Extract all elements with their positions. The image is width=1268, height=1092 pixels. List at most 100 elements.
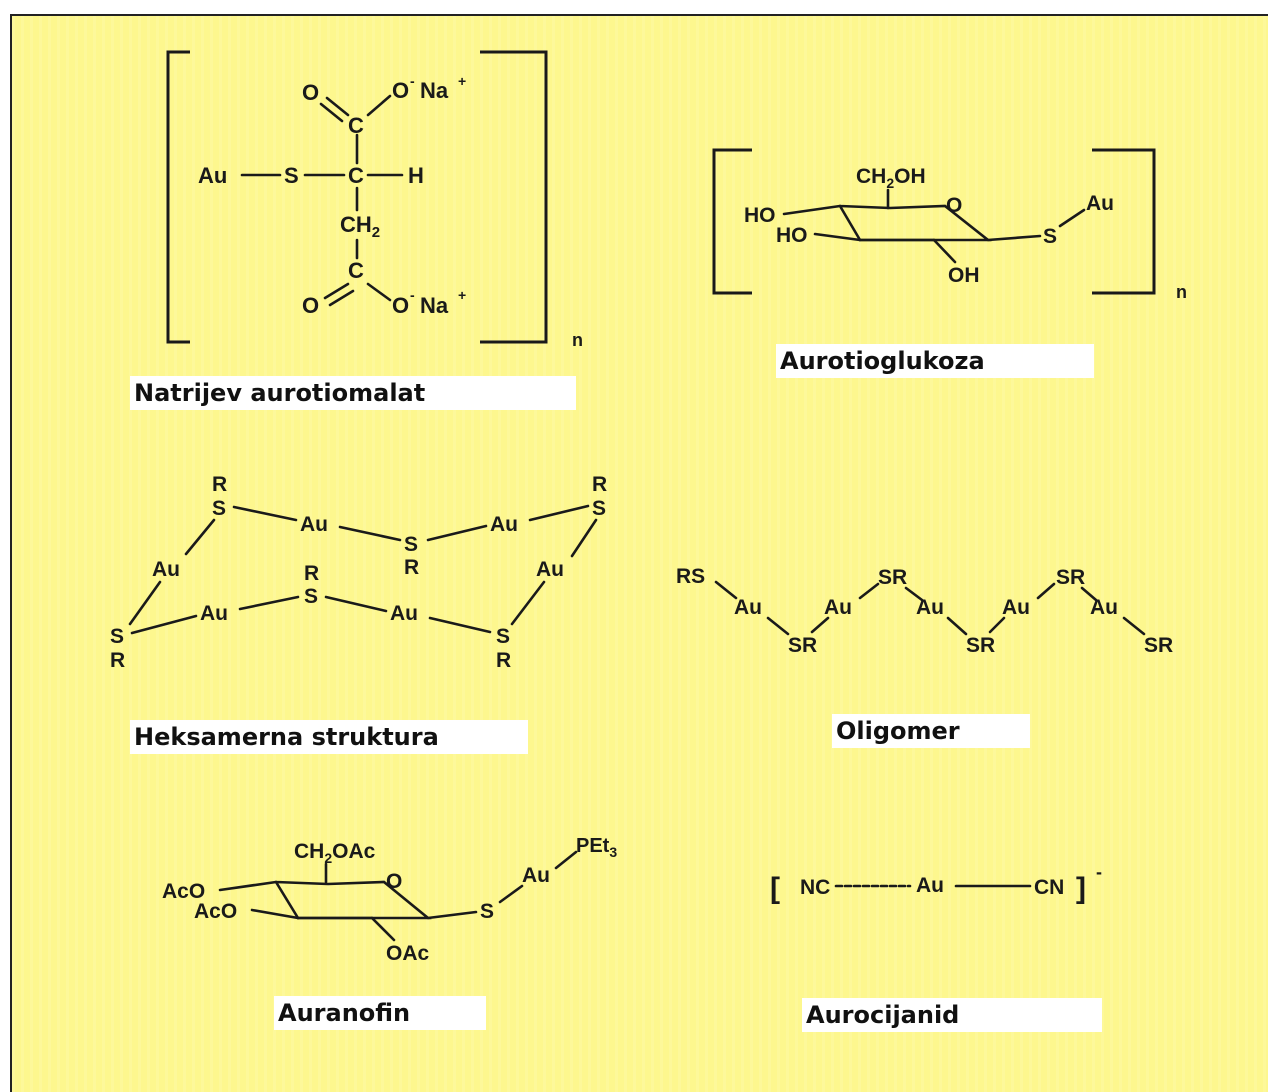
bond (370, 916, 396, 942)
o-atom: O (392, 78, 409, 103)
aurothiomalate-structure: n Au S C H C O O - Na + CH2 C O O - Na + (166, 50, 583, 350)
bond (986, 234, 1042, 242)
right-bracket-1 (480, 50, 548, 344)
ch2oh-group: CH2OH (856, 165, 926, 191)
au-atom: Au (300, 513, 328, 536)
r-group: R (592, 473, 607, 496)
auranofin-structure: CH2OAc O AcO AcO OAc S Au PEt3 (162, 835, 617, 965)
plus-charge: + (458, 287, 466, 303)
open-bracket: [ (770, 872, 780, 905)
caption-aurothiomalate: Natrijev aurotiomalat (130, 376, 576, 410)
cn-group: CN (1034, 876, 1064, 899)
bond (813, 232, 862, 242)
bond (232, 505, 298, 522)
r-group: R (304, 562, 319, 585)
right-bracket-2 (1092, 148, 1156, 295)
caption-aurothioglucose: Aurotioglukoza (776, 344, 1094, 378)
hexamer-structure: R S Au S R Au R S Au Au S R Au R S Au S … (110, 473, 607, 672)
sr-group: SR (1056, 566, 1085, 589)
minus-charge: - (410, 287, 415, 303)
repeat-n-2: n (1176, 282, 1187, 302)
plus-charge: + (458, 73, 466, 89)
au-atom: Au (1086, 192, 1114, 215)
pyranose-ring (838, 204, 992, 242)
sr-group: SR (1144, 634, 1173, 657)
minus-charge: - (410, 73, 415, 89)
rs-group: RS (676, 565, 705, 588)
figure-panel (10, 14, 1268, 1092)
ho-group: HO (744, 204, 776, 227)
oac-group: OAc (386, 942, 430, 965)
bond (426, 910, 478, 920)
o-atom: O (302, 293, 319, 318)
bond (250, 908, 300, 920)
r-group: R (404, 556, 419, 579)
sr-group: SR (966, 634, 995, 657)
sr-group: SR (788, 634, 817, 657)
bond (1036, 582, 1056, 600)
s-atom: S (404, 533, 418, 556)
au-atom: Au (536, 558, 564, 581)
double-bond (328, 289, 355, 307)
oh-group: OH (948, 264, 980, 287)
ring-oxygen: O (946, 194, 962, 217)
au-atom: Au (734, 596, 762, 619)
au-atom: Au (198, 163, 227, 188)
bond (810, 616, 830, 634)
r-group: R (496, 649, 511, 672)
left-bracket-2 (712, 148, 752, 295)
au-atom: Au (916, 596, 944, 619)
bond (366, 282, 392, 302)
bond (338, 525, 402, 542)
s-atom: S (480, 900, 494, 923)
caption-hexamer: Heksamerna struktura (130, 720, 528, 754)
oligomer-structure: RS Au SR Au SR Au SR Au SR Au SR (676, 565, 1173, 657)
bond (782, 204, 842, 216)
bond (766, 616, 790, 636)
bond (988, 616, 1006, 634)
au-atom: Au (1090, 596, 1118, 619)
bond (1122, 616, 1146, 636)
r-group: R (212, 473, 227, 496)
c-atom: C (348, 163, 364, 188)
pet3-group: PEt3 (576, 835, 617, 860)
bond (528, 504, 590, 522)
nc-group: NC (800, 876, 830, 899)
bond (946, 616, 968, 636)
aco-group: AcO (194, 900, 237, 923)
na-atom: Na (420, 293, 449, 318)
top-margin (0, 0, 1268, 14)
o-atom: O (302, 80, 319, 105)
s-atom: S (304, 585, 318, 608)
au-atom: Au (490, 513, 518, 536)
double-bond (325, 96, 350, 117)
bond (554, 850, 578, 870)
s-atom: S (110, 625, 124, 648)
s-atom: S (212, 497, 226, 520)
bond (426, 524, 488, 542)
bond (932, 238, 957, 264)
bond (130, 614, 198, 635)
au-atom: Au (152, 558, 180, 581)
au-atom: Au (824, 596, 852, 619)
r-group: R (110, 649, 125, 672)
bond (1058, 208, 1086, 228)
au-atom: Au (1002, 596, 1030, 619)
close-bracket: ] (1076, 872, 1086, 905)
ring-oxygen: O (386, 870, 402, 893)
aco-group: AcO (162, 880, 205, 903)
bond (238, 595, 300, 611)
double-bond (319, 102, 344, 123)
aurocyanide-structure: [ NC Au CN ] - (770, 862, 1102, 905)
ho-group: HO (776, 224, 808, 247)
c-atom: C (348, 113, 364, 138)
s-atom: S (1043, 225, 1057, 248)
au-atom: Au (390, 602, 418, 625)
sr-group: SR (878, 566, 907, 589)
bond (218, 880, 278, 892)
bond (498, 884, 524, 904)
o-atom: O (392, 293, 409, 318)
caption-aurocyanide: Aurocijanid (802, 998, 1102, 1032)
ch2-group: CH2 (340, 212, 380, 241)
